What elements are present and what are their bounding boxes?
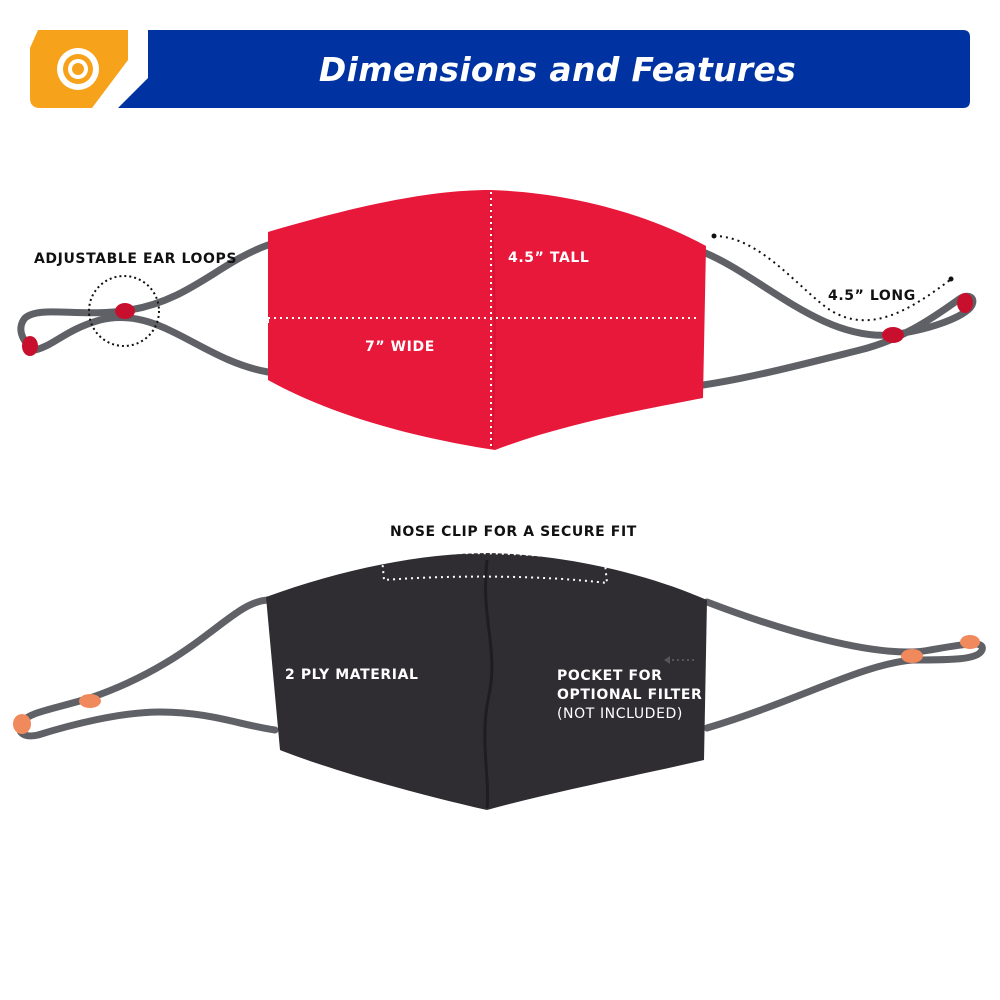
- nose-clip-outline: [380, 552, 609, 585]
- back-left-toggle: [79, 694, 101, 708]
- material-label: 2 PLY MATERIAL: [285, 667, 419, 683]
- front-mask-body: [268, 190, 706, 450]
- loop-length-label: 4.5” LONG: [828, 288, 916, 304]
- header-banner: [30, 30, 970, 108]
- nose-clip-label: NOSE CLIP FOR A SECURE FIT: [390, 524, 637, 540]
- front-right-end-toggle: [957, 293, 973, 313]
- front-left-ear-loop: [17, 241, 272, 376]
- back-mask: [13, 552, 986, 810]
- pocket-label: POCKET FOR OPTIONAL FILTER (NOT INCLUDED…: [557, 667, 702, 724]
- banner-bar: [118, 30, 970, 108]
- width-label: 7” WIDE: [365, 339, 435, 355]
- back-left-ear-loop: [16, 596, 279, 740]
- pocket-label-line1: POCKET FOR: [557, 668, 663, 684]
- front-left-end-toggle: [22, 336, 38, 356]
- target-tag-icon: [30, 30, 128, 108]
- ear-loops-label: ADJUSTABLE EAR LOOPS: [34, 251, 238, 267]
- front-right-ear-loop: [699, 248, 977, 389]
- back-mask-body: [266, 553, 707, 810]
- front-left-toggle: [115, 303, 135, 319]
- front-right-toggle: [882, 327, 904, 343]
- ear-loop-highlight-circle: [88, 275, 160, 347]
- pocket-arrow-icon: [664, 656, 694, 664]
- pocket-label-line2: OPTIONAL FILTER: [557, 687, 703, 703]
- page-title: Dimensions and Features: [318, 49, 797, 89]
- back-right-toggle: [901, 649, 923, 663]
- loop-length-measure-line: [713, 235, 951, 322]
- height-label: 4.5” TALL: [508, 250, 590, 266]
- back-right-ear-loop: [703, 598, 986, 732]
- back-right-end-toggle: [960, 635, 980, 649]
- pocket-note: (NOT INCLUDED): [557, 706, 683, 722]
- back-left-end-toggle: [13, 714, 31, 734]
- front-mask: [17, 190, 977, 450]
